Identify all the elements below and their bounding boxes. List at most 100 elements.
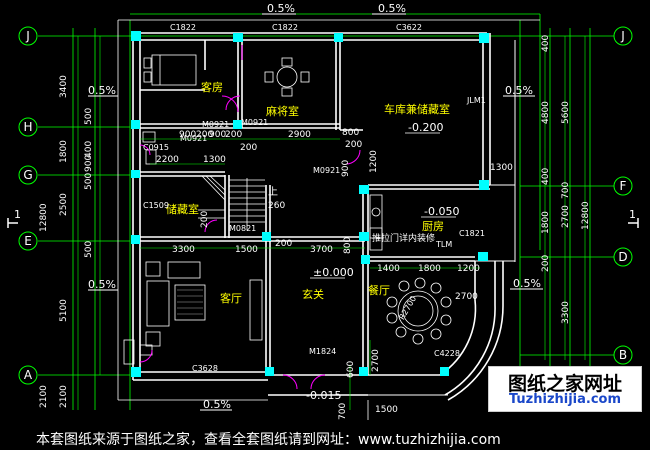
dim-right-200: 200 <box>541 255 551 272</box>
footer-text: 本套图纸来源于图纸之家，查看全套图纸请到网址：www.tuzhizhijia.c… <box>36 432 501 448</box>
slope-left-1: 0.5% <box>88 84 116 97</box>
dim-inner-200a: 200 <box>196 130 213 140</box>
grid-label-f: F <box>620 179 627 193</box>
room-living: 客厅 <box>220 291 242 305</box>
code-c1509: C1509 <box>143 201 169 210</box>
dim-left-2100: 2100 <box>59 385 69 408</box>
elevation-kitchen: -0.050 <box>424 205 459 218</box>
dim-inner-200e: 200 <box>200 211 210 228</box>
stair-up-label: 上 <box>268 186 278 198</box>
dim-left-2500: 2500 <box>59 193 69 216</box>
kitchen-door-note: 推拉门详内装修 <box>372 232 435 244</box>
carpet-hatch <box>177 289 203 315</box>
dim-inner-1400: 1400 <box>377 264 400 274</box>
section-mark-left: 1 <box>14 208 21 221</box>
dim-left-500b: 500 <box>84 173 94 190</box>
dim-inner-2700b: 2700 <box>371 349 381 372</box>
dim-left-900: 900 <box>84 155 94 172</box>
code-m0921-a: M0921 <box>202 120 229 129</box>
dim-inner-1500b: 1500 <box>375 405 398 415</box>
grid-label-j-left: J <box>25 29 30 43</box>
dim-inner-2200: 2200 <box>156 155 179 165</box>
staircase <box>198 175 265 230</box>
grid-label-e: E <box>24 234 32 248</box>
walls <box>132 32 491 396</box>
room-dining: 餐厅 <box>368 283 390 297</box>
dim-inner-900c: 900 <box>341 160 351 177</box>
code-c4228: C4228 <box>434 349 460 358</box>
code-m0921-b: M0921 <box>241 118 268 127</box>
dim-inner-900a: 900 <box>179 130 196 140</box>
dim-inner-200c: 200 <box>240 143 257 153</box>
section-mark-right: 1 <box>629 208 636 221</box>
dim-inner-1200b: 1200 <box>457 264 480 274</box>
dim-inner-1800: 1800 <box>418 264 441 274</box>
elevation-garage: -0.200 <box>408 121 443 134</box>
code-c1821: C1821 <box>459 229 485 238</box>
dim-inner-200b: 200 <box>225 130 242 140</box>
dim-inner-3300: 3300 <box>172 245 195 255</box>
doors <box>139 45 361 390</box>
slope-left-2: 0.5% <box>88 278 116 291</box>
code-c0915: C0915 <box>143 143 169 152</box>
dim-left-3400: 3400 <box>59 75 69 98</box>
dim-right-400a: 400 <box>541 35 551 52</box>
code-c3628: C3628 <box>192 364 218 373</box>
room-guest: 客房 <box>201 80 223 94</box>
code-m0821: M0821 <box>229 224 256 233</box>
dimension-lines <box>77 36 586 410</box>
code-c3622: C3622 <box>396 23 422 32</box>
slope-right-2: 0.5% <box>513 277 541 290</box>
dim-inner-600: 600 <box>346 361 356 378</box>
code-c1822-a: C1822 <box>170 23 196 32</box>
room-entrance: 玄关 <box>302 287 324 301</box>
dim-left-500: 500 <box>84 108 94 125</box>
grid-axes <box>38 13 615 410</box>
dim-inner-2900: 2900 <box>288 130 311 140</box>
dim-right-3300: 3300 <box>561 301 571 324</box>
room-garage: 车库兼储藏室 <box>384 102 450 116</box>
dim-left-400: 400 <box>84 141 94 158</box>
grid-label-g: G <box>23 168 32 182</box>
code-m1824: M1824 <box>309 347 336 356</box>
footer-bar: 本套图纸来源于图纸之家，查看全套图纸请到网址：www.tuzhizhijia.c… <box>0 425 650 450</box>
slope-bottom: 0.5% <box>203 398 231 411</box>
grid-label-a: A <box>24 368 33 382</box>
slope-top-1: 0.5% <box>267 2 295 15</box>
room-kitchen: 厨房 <box>422 220 444 233</box>
grid-label-j-right: J <box>620 29 625 43</box>
section-marks <box>7 218 639 228</box>
dim-left-12800: 12800 <box>39 203 49 232</box>
columns <box>131 31 489 377</box>
watermark-url: Tuzhizhijia.com <box>508 392 622 407</box>
dim-right-2700: 2700 <box>561 205 571 228</box>
grid-label-b: B <box>619 348 627 362</box>
code-c1822-b: C1822 <box>272 23 298 32</box>
room-storage: 储藏室 <box>166 202 199 216</box>
dim-inner-700: 700 <box>338 403 348 420</box>
grid-label-d: D <box>618 250 627 264</box>
dim-right-4800: 4800 <box>541 101 551 124</box>
watermark-box: 图纸之家网址 Tuzhizhijia.com <box>488 366 642 412</box>
dim-left-500c: 500 <box>84 241 94 258</box>
dim-inner-900b: 900 <box>209 130 226 140</box>
dim-right-1800: 1800 <box>541 211 551 234</box>
dim-right-5600: 5600 <box>561 101 571 124</box>
dim-inner-1300b: 1300 <box>490 163 513 173</box>
dim-right-400b: 400 <box>541 168 551 185</box>
dim-left-5100: 5100 <box>59 299 69 322</box>
code-m0921-c: M0921 <box>180 134 207 143</box>
code-jlm1: JLM1 <box>466 96 486 105</box>
dim-inner-200f: 200 <box>275 239 292 249</box>
grid-bubbles <box>18 26 633 385</box>
dim-right-12800: 12800 <box>581 201 591 230</box>
dim-inner-2700a: 2700 <box>455 292 478 302</box>
dim-left-1800: 1800 <box>59 140 69 163</box>
grid-label-h: H <box>23 120 32 134</box>
dim-inner-800b: 800 <box>343 237 353 254</box>
dim-inner-1500: 1500 <box>235 245 258 255</box>
slope-right-1: 0.5% <box>505 84 533 97</box>
dim-inner-260: 260 <box>268 201 285 211</box>
dim-inner-200d: 200 <box>345 140 362 150</box>
code-m0921-d: M0921 <box>313 166 340 175</box>
